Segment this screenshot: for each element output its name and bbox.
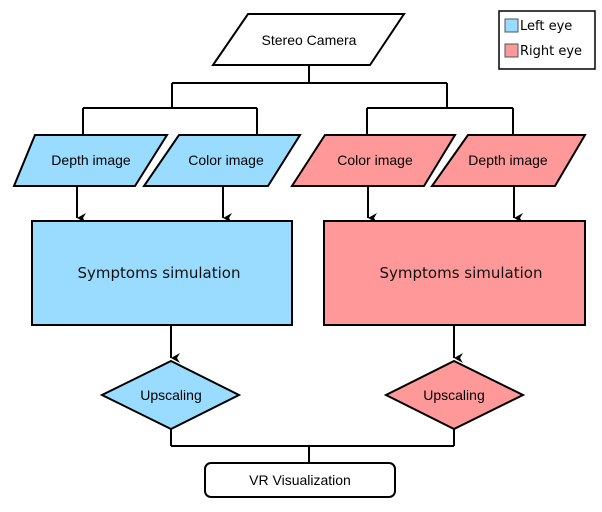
legend-swatch-right-eye [504, 43, 519, 58]
stereo-camera-label: Stereo Camera [262, 32, 357, 48]
left-color-image-label: Color image [188, 152, 264, 168]
legend-swatch-left-eye [504, 18, 519, 33]
node-left-depth-image[interactable]: Depth image [12, 134, 169, 187]
node-left-color-image[interactable]: Color image [142, 134, 302, 187]
right-symptoms-simulation-label: Symptoms simulation [380, 264, 543, 282]
left-depth-image-label: Depth image [51, 152, 131, 168]
left-color-image-shape [142, 134, 302, 187]
right-depth-image-label: Depth image [468, 152, 548, 168]
left-depth-image-shape [12, 134, 169, 187]
connectors-middle [76, 186, 523, 363]
stereo-camera-shape [211, 13, 406, 66]
legend-label-left-eye: Left eye [520, 19, 572, 34]
node-right-color-image[interactable]: Color image [290, 134, 457, 187]
legend-item-left-eye: Left eye [504, 18, 572, 34]
connectors-top [82, 65, 514, 135]
legend-label-right-eye: Right eye [520, 44, 582, 59]
right-color-image-label: Color image [337, 152, 413, 168]
node-vr-visualization[interactable]: VR Visualization [204, 462, 396, 498]
node-right-depth-image[interactable]: Depth image [430, 134, 587, 187]
node-left-symptoms-simulation[interactable]: Symptoms simulation [31, 220, 293, 326]
left-symptoms-simulation-shape [31, 220, 293, 326]
node-right-upscaling[interactable]: Upscaling [383, 359, 526, 431]
node-right-symptoms-simulation[interactable]: Symptoms simulation [323, 220, 586, 326]
left-upscaling-label: Upscaling [140, 387, 201, 403]
vr-visualization-label: VR Visualization [249, 472, 351, 488]
left-upscaling-shape [99, 359, 242, 431]
right-upscaling-shape [383, 359, 526, 431]
right-upscaling-label: Upscaling [423, 387, 484, 403]
right-color-image-shape [290, 134, 457, 187]
right-symptoms-simulation-shape [323, 220, 586, 326]
legend: Left eye Right eye [498, 10, 596, 70]
connectors-bottom [170, 429, 455, 463]
node-left-upscaling[interactable]: Upscaling [99, 359, 242, 431]
legend-item-right-eye: Right eye [504, 43, 582, 59]
node-stereo-camera[interactable]: Stereo Camera [211, 13, 406, 66]
vr-visualization-shape [204, 462, 396, 498]
right-depth-image-shape [430, 134, 587, 187]
left-symptoms-simulation-label: Symptoms simulation [78, 264, 241, 282]
